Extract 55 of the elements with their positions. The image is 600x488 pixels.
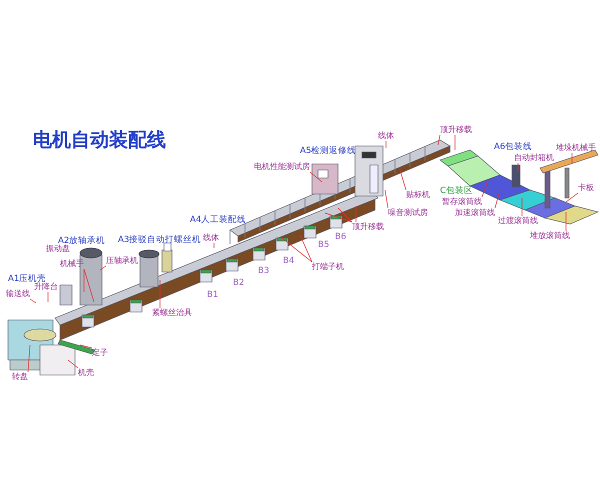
section-heading: A5检测返修线 bbox=[300, 146, 356, 156]
callout-label: 升降台 bbox=[34, 282, 58, 292]
leader-line bbox=[68, 360, 78, 368]
callout-label: 噪音测试房 bbox=[388, 208, 428, 218]
callout-label: 定子 bbox=[92, 348, 108, 358]
leader-line bbox=[438, 134, 440, 146]
leader-line bbox=[400, 170, 406, 190]
callout-label: 暂存滚筒线 bbox=[442, 197, 482, 207]
leader-line bbox=[30, 298, 36, 304]
leader-line bbox=[80, 344, 92, 348]
leader-line bbox=[324, 212, 352, 222]
callout-label: 线体 bbox=[203, 233, 219, 243]
section-heading: A1压机壳 bbox=[8, 274, 46, 284]
callout-label: 加速滚筒线 bbox=[455, 208, 495, 218]
callout-label: 顶升移载 bbox=[440, 125, 472, 135]
section-heading: A3接驳自动打螺丝机 bbox=[118, 235, 202, 245]
callout-label: 打端子机 bbox=[312, 262, 344, 272]
section-heading: A4人工装配线 bbox=[190, 215, 246, 225]
section-heading: C包装区 bbox=[440, 186, 473, 196]
leader-line bbox=[482, 180, 488, 198]
section-heading: A6包装线 bbox=[494, 142, 532, 152]
diagram-title: 电机自动装配线 bbox=[33, 129, 166, 151]
callout-label: 贴标机 bbox=[406, 190, 430, 200]
station-label: B2 bbox=[233, 278, 244, 288]
callout-label: 压轴承机 bbox=[106, 256, 138, 266]
leader-line bbox=[84, 268, 94, 302]
leader-line bbox=[300, 234, 312, 262]
leader-line bbox=[28, 344, 30, 372]
leader-line bbox=[282, 238, 312, 262]
station-label: B5 bbox=[318, 240, 330, 250]
callout-label: 输送线 bbox=[6, 289, 30, 299]
callout-label: 顶升移载 bbox=[352, 222, 384, 232]
leader-line bbox=[310, 172, 322, 182]
callout-label: 电机性能测试房 bbox=[254, 162, 310, 172]
leader-line bbox=[454, 134, 456, 150]
callout-label: 卡板 bbox=[578, 183, 594, 193]
station-label: B1 bbox=[207, 290, 218, 300]
station-label: B6 bbox=[335, 232, 346, 242]
callout-label: 堆放滚筒线 bbox=[530, 231, 570, 241]
station-label: B3 bbox=[258, 266, 270, 276]
part-label: 振动盘 bbox=[46, 244, 70, 254]
callout-label: 线体 bbox=[378, 131, 394, 141]
leader-line bbox=[566, 192, 578, 202]
station-label: B4 bbox=[283, 256, 294, 266]
callout-label: 紧螺丝治具 bbox=[152, 308, 192, 318]
callout-label: 转盘 bbox=[12, 372, 28, 382]
leader-line bbox=[494, 190, 500, 208]
callout-label: 自动封箱机 bbox=[514, 153, 554, 163]
section-heading: A2放轴承机 bbox=[58, 236, 106, 246]
leader-line bbox=[384, 190, 388, 208]
callout-label: 堆垛机械手 bbox=[556, 143, 596, 153]
leader-line bbox=[338, 208, 352, 222]
callout-label: 过渡滚筒线 bbox=[498, 216, 538, 226]
leader-line bbox=[100, 266, 106, 270]
callout-label: 机壳 bbox=[78, 368, 94, 378]
